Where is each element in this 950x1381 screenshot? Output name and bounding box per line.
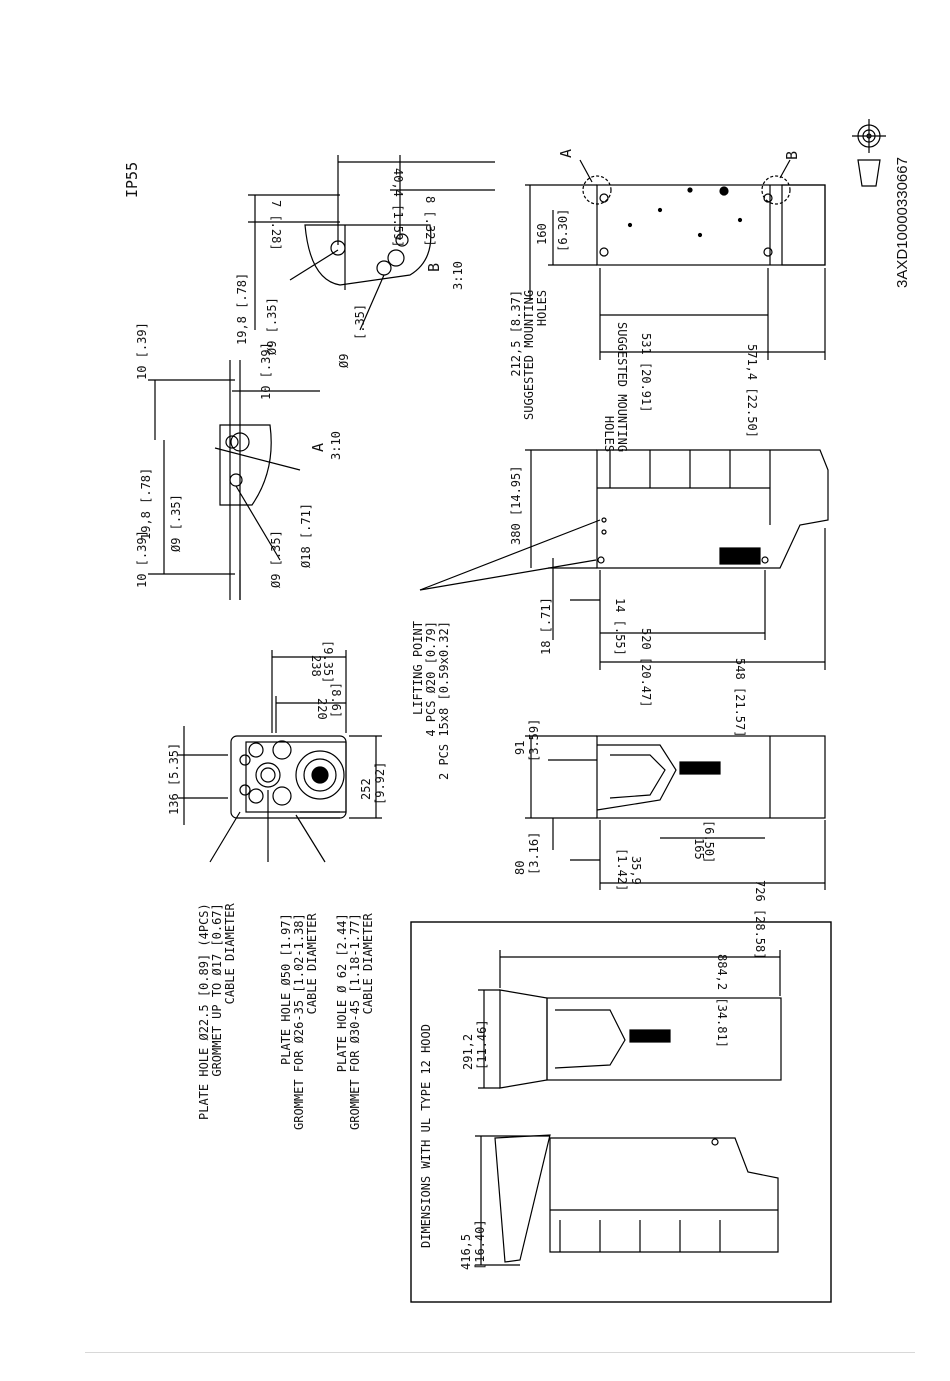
- dim-252: 252: [359, 778, 373, 800]
- detail-a-letter: A: [309, 442, 327, 452]
- detail-a-dim-10-top: 10 [.39]: [135, 322, 149, 380]
- dim-548: 548 [21.57]: [733, 658, 747, 738]
- cable-entry-view: [178, 650, 382, 863]
- detail-a-dim-d9-left: Ø9 [.35]: [169, 494, 183, 552]
- dim-220-inch: [8.6]: [329, 682, 343, 719]
- front-view: [525, 735, 826, 890]
- detail-b-scale: 3:10: [451, 261, 465, 290]
- dim-531: 531 [20.91]: [639, 333, 653, 413]
- detail-b: [248, 155, 495, 331]
- top-view: [525, 159, 826, 360]
- dim-238-inch: [9.35]: [321, 640, 335, 684]
- detail-a-dim-d9-right: Ø9 [.35]: [269, 530, 283, 588]
- suggested-mounting-holes-note: 212,5 [8.37] SUGGESTED MOUNTING HOLES: [509, 289, 549, 420]
- dim-136: 136 [5.35]: [167, 742, 181, 815]
- detail-a: [148, 360, 320, 600]
- protection-rating: IP55: [123, 161, 141, 198]
- document-id: 3AXD10000330667: [894, 157, 911, 288]
- detail-b-dim-d9-b: Ø9: [337, 353, 351, 368]
- dim-18: 18 [.71]: [539, 597, 553, 655]
- detail-a-dim-19-8: 19,8 [.78]: [139, 467, 153, 540]
- dim-35-9-inch: [1.42]: [615, 848, 629, 892]
- hood-title: DIMENSIONS WITH UL TYPE 12 HOOD: [419, 1024, 433, 1248]
- lifting-point-note: LIFTING POINT 4 PCS Ø20 [0.79] 2 PCS 15x…: [411, 621, 451, 780]
- dim-80: 80: [513, 860, 527, 875]
- dim-160-inch: [6.30]: [556, 208, 570, 252]
- dim-35-9: 35,9: [629, 856, 643, 885]
- detail-b-dim-8: 8 [.32]: [423, 196, 437, 247]
- dim-416-5-inch: [16.40]: [473, 1219, 487, 1270]
- mark-a: A: [557, 148, 575, 158]
- mark-b: B: [783, 150, 801, 160]
- dim-380: 380 [14.95]: [509, 465, 523, 545]
- detail-b-letter: B: [425, 262, 443, 272]
- dim-726: 726 [28.58]: [753, 880, 767, 960]
- projection-symbol-icon: [852, 119, 886, 187]
- detail-a-scale: 3:10: [329, 431, 343, 460]
- dim-160: 160: [535, 223, 549, 245]
- dim-80-inch: [3.16]: [527, 831, 541, 875]
- dim-91-inch: [3.59]: [527, 718, 541, 762]
- hood-side-view: [475, 1134, 779, 1266]
- dim-520: 520 [20.47]: [639, 628, 653, 708]
- plate-hole-note-3: PLATE HOLE Ø 62 [2.44] GROMMET FOR Ø30-4…: [335, 913, 375, 1130]
- dim-884-2: 884,2 [34.81]: [715, 954, 729, 1048]
- dim-291-2: 291,2: [461, 1033, 475, 1070]
- detail-b-dim-d9-a: Ø9 [.35]: [265, 297, 279, 355]
- detail-b-dim-19-8: 19,8 [.78]: [235, 272, 249, 345]
- detail-b-dim-7: 7 [.28]: [269, 200, 283, 251]
- detail-b-dim-d9-b-inch: [.35]: [353, 303, 367, 340]
- dim-165-inch: [6.50]: [702, 820, 716, 864]
- dim-14: 14 [.55]: [613, 598, 627, 656]
- dim-571-4: 571,4 [22.50]: [745, 344, 759, 438]
- plate-hole-note-2: PLATE HOLE Ø50 [1.97] GROMMET FOR Ø26-35…: [279, 913, 319, 1130]
- dim-416-5: 416,5: [459, 1233, 473, 1270]
- dim-220: 220: [315, 698, 329, 720]
- plate-hole-note-1: PLATE HOLE Ø22.5 [0.89] (4PCS) GROMMET U…: [197, 903, 237, 1120]
- hood-frame: [410, 921, 832, 1303]
- dim-252-inch: [9.92]: [373, 761, 387, 805]
- detail-b-dim-40-4: 40,4 [1.59]: [391, 168, 405, 248]
- side-view: [419, 449, 829, 670]
- detail-a-dim-d18: Ø18 [.71]: [299, 502, 313, 568]
- dim-91: 91: [513, 740, 527, 755]
- footer-rule: [85, 1352, 915, 1353]
- hood-front-view: [478, 950, 782, 1089]
- suggested-mounting-holes-flipped: SUGGESTED MOUNTING HOLES: [602, 322, 629, 453]
- dim-291-2-inch: [11.46]: [475, 1019, 489, 1070]
